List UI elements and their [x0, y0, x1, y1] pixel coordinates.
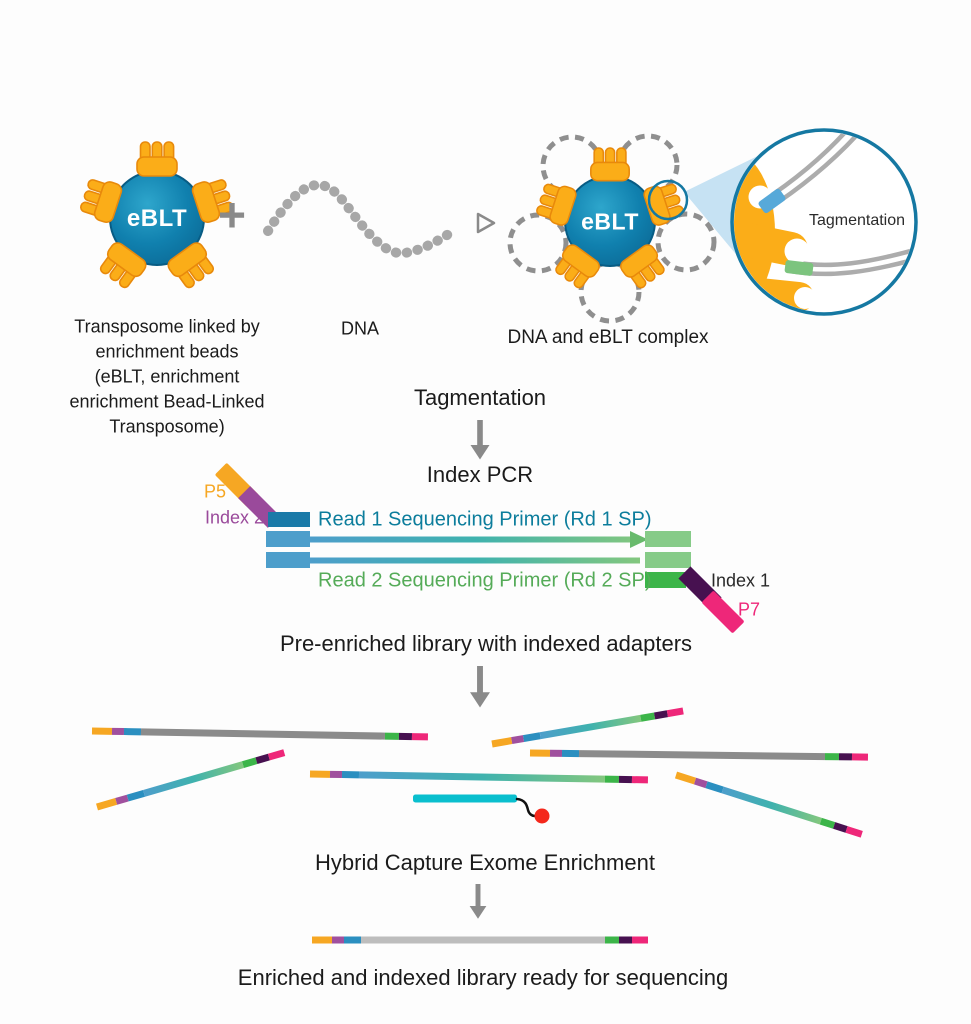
down-arrow: [470, 666, 490, 708]
indexed-adapter-construct: [215, 463, 744, 633]
dna-eblt-complex: [507, 133, 717, 324]
step-index-pcr: Index PCR: [426, 462, 534, 487]
read1-adapter-tag: [758, 188, 786, 214]
p5-label: P5: [203, 481, 226, 502]
library-fragment: [96, 749, 286, 811]
step-enriched-final: Enriched and indexed library ready for s…: [237, 965, 729, 990]
read2-primer-label: Read 2 Sequencing Primer (Rd 2 SP): [318, 569, 652, 592]
step-tagmentation: Tagmentation: [413, 385, 547, 410]
transposome-comb: [136, 141, 178, 177]
complex-caption: DNA and eBLT complex: [507, 327, 709, 348]
transposome-caption-line: enrichment beads: [95, 341, 239, 362]
library-fragment: [91, 727, 429, 741]
lens-tagmentation-label: Tagmentation: [808, 212, 906, 229]
fragment-scatter: [91, 707, 869, 944]
read2-primer-block: [645, 572, 686, 588]
read1-primer-label: Read 1 Sequencing Primer (Rd 1 SP): [318, 508, 652, 531]
library-fragment: [309, 770, 649, 784]
biotin-bead: [534, 808, 550, 824]
read1-primer-block: [268, 512, 310, 527]
transposome-caption-line: (eBLT, enrichment: [94, 366, 240, 387]
down-arrow: [469, 884, 487, 919]
step-pre-enriched: Pre-enriched library with indexed adapte…: [279, 631, 693, 656]
library-fragment: [491, 707, 684, 748]
transposome-caption-line: Transposome linked by: [74, 316, 260, 337]
down-arrow: [470, 420, 490, 460]
transposome-comb: [590, 147, 630, 182]
plus-sign: +: [217, 189, 247, 243]
step-hybrid-capture: Hybrid Capture Exome Enrichment: [315, 850, 655, 875]
eblt-complex-label: eBLT: [581, 208, 639, 235]
eblt-bead-label: eBLT: [126, 205, 188, 232]
library-fragment: [312, 936, 648, 944]
dna-strand: [263, 180, 458, 259]
read2-adapter-tag: [784, 260, 814, 276]
capture-probe: [413, 794, 550, 824]
p7-label: P7: [738, 599, 761, 620]
library-fragment: [674, 771, 863, 838]
transposome-caption-line: enrichment Bead-Linked: [69, 391, 265, 412]
p7-adapter-bar: [702, 591, 744, 633]
library-fragment: [529, 749, 869, 761]
index1-label: Index 1: [711, 570, 771, 591]
dna-caption: DNA: [340, 318, 380, 339]
pointer-triangle-icon: [476, 212, 496, 234]
magnifier-source-circle: [647, 179, 689, 221]
eblt-bead: [77, 141, 237, 293]
transposome-caption-line: Transposome): [109, 416, 225, 437]
index2-label: Index 2: [204, 507, 264, 528]
